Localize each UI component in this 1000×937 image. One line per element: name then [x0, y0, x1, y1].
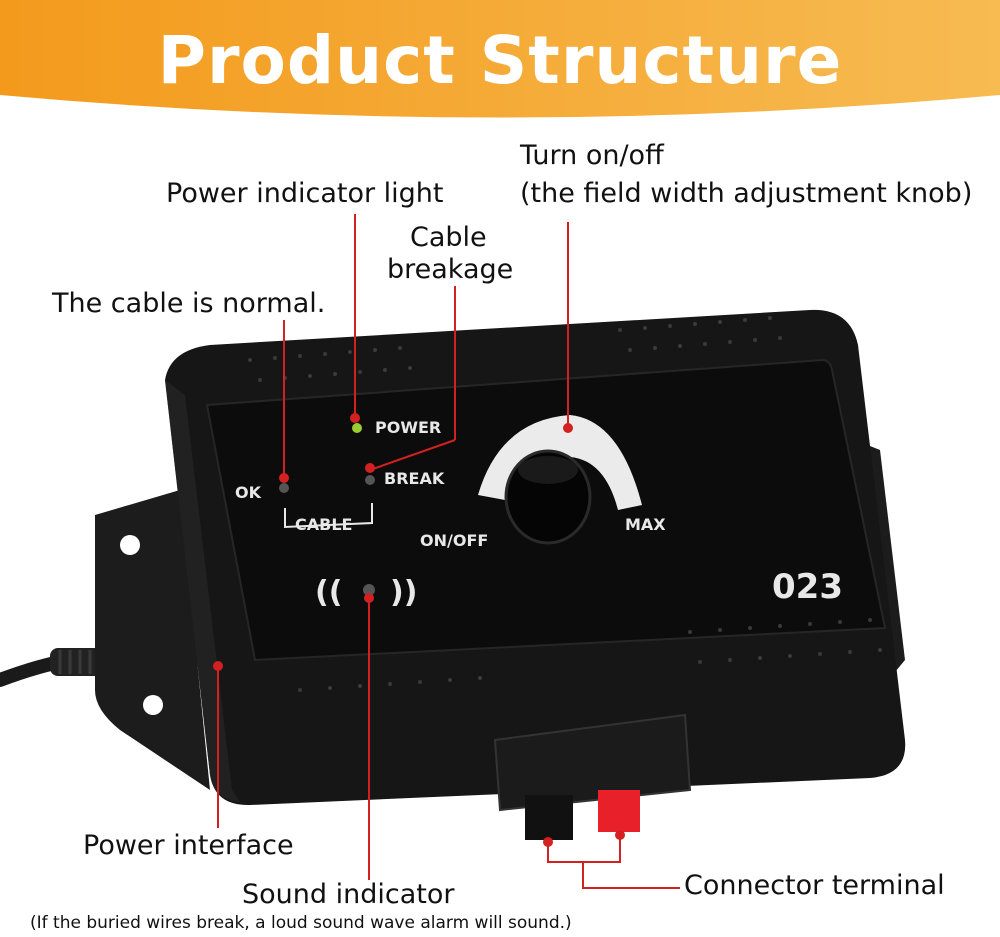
power-led — [352, 423, 362, 433]
sound-indicator-note: (If the buried wires break, a loud sound… — [30, 913, 572, 933]
page-title: Product Structure — [157, 22, 843, 99]
sound-wave-left: (( — [315, 575, 342, 610]
label-power-indicator: Power indicator light — [166, 178, 444, 209]
panel-cable-text: CABLE — [295, 515, 352, 534]
mount-hole-top — [120, 535, 140, 555]
break-led — [365, 475, 375, 485]
sound-wave-right: )) — [390, 575, 417, 610]
panel-max-text: MAX — [625, 515, 666, 534]
label-breakage: breakage — [387, 254, 514, 285]
ok-led — [279, 483, 289, 493]
mount-hole-bottom — [143, 695, 163, 715]
leader-dots — [213, 413, 625, 847]
label-turn-on-off: Turn on/off — [520, 140, 664, 171]
panel-break-text: BREAK — [384, 469, 445, 488]
panel-onoff-text: ON/OFF — [420, 531, 488, 550]
leader-lines — [217, 214, 680, 889]
left-mounting-flange — [95, 490, 210, 790]
label-power-interface: Power interface — [83, 830, 294, 861]
red-terminal — [598, 790, 640, 832]
banner-background — [0, 0, 1000, 118]
knob-top — [518, 456, 578, 484]
body-side-highlight — [165, 380, 240, 802]
label-cable-normal: The cable is normal. — [52, 288, 326, 319]
sound-led — [363, 584, 375, 596]
label-cable: Cable — [410, 222, 487, 253]
cable-bracket — [284, 503, 373, 529]
panel-ok-text: OK — [235, 483, 262, 502]
panel-model-number: 023 — [772, 567, 843, 607]
panel-power-text: POWER — [375, 418, 441, 437]
title-banner: Product Structure — [0, 0, 1000, 125]
label-sound-indicator: Sound indicator — [242, 879, 455, 910]
black-terminal — [525, 795, 573, 840]
label-connector-terminal: Connector terminal — [684, 870, 945, 901]
label-knob-description: (the field width adjustment knob) — [520, 178, 973, 209]
dial-scale — [478, 415, 642, 510]
terminal-block — [493, 713, 692, 812]
